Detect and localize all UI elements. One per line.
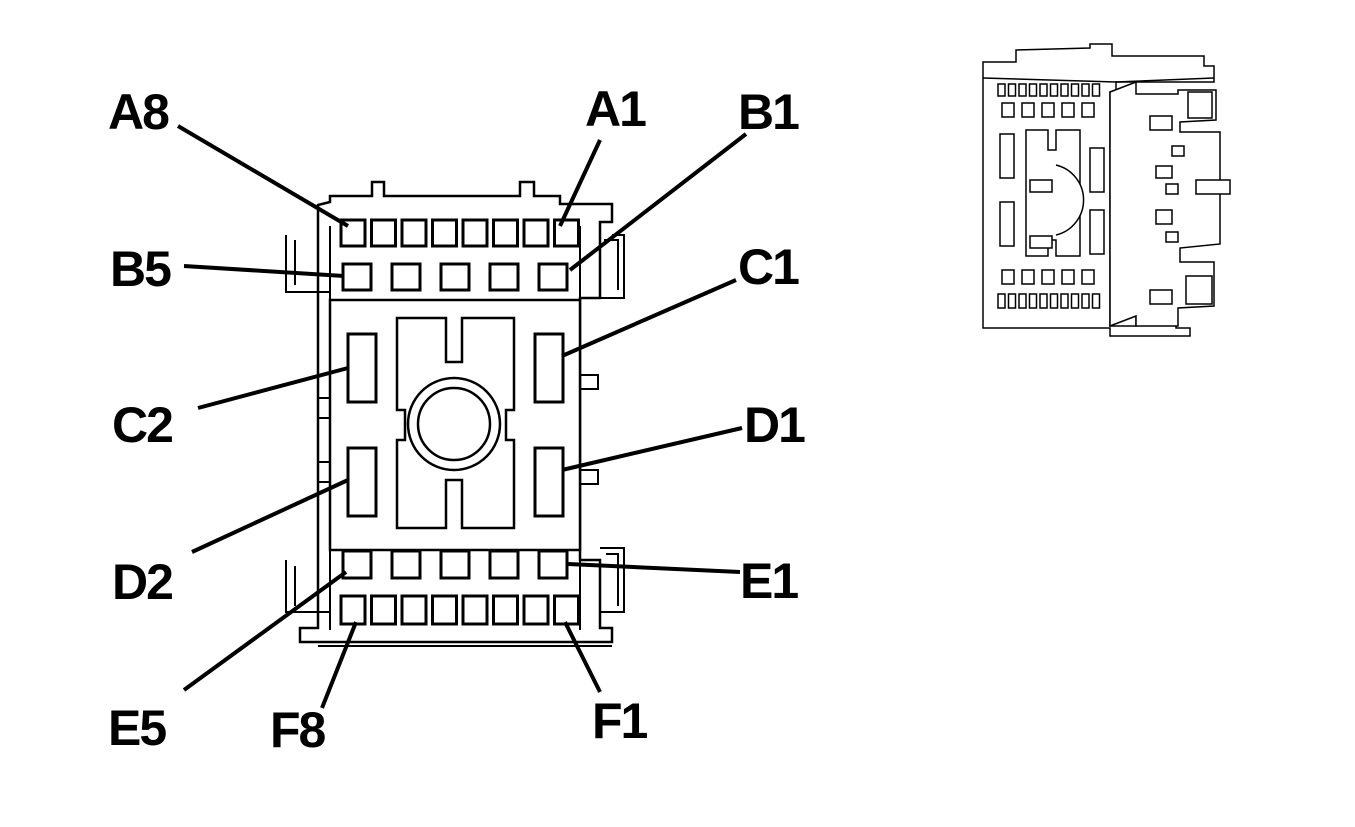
cavity-f7 <box>370 594 397 626</box>
label-a8: A8 <box>108 84 169 140</box>
row-e-cavities <box>341 549 569 580</box>
cavity-f8 <box>339 594 367 626</box>
label-c1: C1 <box>738 239 799 295</box>
thumb-cavity-upper <box>1041 102 1055 118</box>
cavity-b5 <box>341 262 373 292</box>
connector-isometric-view <box>982 43 1231 337</box>
label-c2: C2 <box>112 397 172 453</box>
cavity-d1 <box>533 446 565 518</box>
thumb-cavity-bottom <box>997 293 1006 309</box>
thumb-cavity-top <box>997 83 1006 97</box>
thumb-cavity-top <box>1049 83 1059 97</box>
leader-d1 <box>561 426 743 472</box>
label-b5: B5 <box>110 241 171 297</box>
thumb-cavity-lower <box>1061 269 1075 285</box>
cavity-c2 <box>346 332 378 404</box>
leader-c1 <box>561 278 737 358</box>
cavity-e5 <box>341 549 373 580</box>
thumb-cavity-bottom <box>1091 293 1101 309</box>
cavity-e4 <box>390 549 422 580</box>
cavity-c1 <box>533 332 565 404</box>
cavity-a3 <box>492 218 519 248</box>
cavity-a2 <box>522 218 550 248</box>
cavity-b2 <box>488 262 520 292</box>
thumb-cavity-top <box>1007 83 1017 97</box>
thumb-cavity-upper <box>1081 102 1095 118</box>
thumb-cavity-bottom <box>1049 293 1059 309</box>
thumb-cavity-top <box>1039 83 1048 97</box>
leader-b1 <box>568 132 748 272</box>
leader-b5 <box>183 264 345 278</box>
label-e1: E1 <box>740 553 798 609</box>
leader-f1 <box>563 621 602 693</box>
pin-labels: A8 A1 B1 B5 C1 C2 D1 D2 E1 E5 F8 F1 <box>108 81 807 758</box>
cavity-a7 <box>370 218 397 248</box>
thumb-cavity-top <box>1081 83 1090 97</box>
thumb-cavity-bottom <box>1039 293 1048 309</box>
thumb-cavity-upper <box>1001 102 1015 118</box>
leader-e5 <box>182 570 348 692</box>
cavity-f2 <box>522 594 550 626</box>
leader-e1 <box>567 562 741 574</box>
thumb-cavity-top <box>1028 83 1038 97</box>
cavity-f3 <box>492 594 519 626</box>
leader-c2 <box>197 366 349 410</box>
cavity-b1 <box>537 262 569 292</box>
thumb-cavity-bottom <box>1007 293 1017 309</box>
label-f8: F8 <box>270 702 326 758</box>
cavity-e1 <box>537 549 569 580</box>
cavity-a6 <box>400 218 428 248</box>
thumb-cavity-bottom <box>1060 293 1069 309</box>
label-d1: D1 <box>744 397 805 453</box>
leader-a1 <box>558 139 602 227</box>
label-a1: A1 <box>585 81 646 137</box>
row-a-cavities <box>339 218 580 248</box>
thumb-cavity-upper <box>1021 102 1035 118</box>
label-b1: B1 <box>738 84 799 140</box>
thumb-cavity-bottom <box>1081 293 1090 309</box>
center-post-inner <box>416 386 492 462</box>
cavity-d2 <box>346 446 378 518</box>
cavity-a1 <box>553 218 580 248</box>
leader-f8 <box>320 621 358 709</box>
thumb-cavity-top <box>1091 83 1101 97</box>
thumb-cavity-lower <box>1041 269 1055 285</box>
label-d2: D2 <box>112 554 172 610</box>
cavity-f6 <box>400 594 428 626</box>
leader-a8 <box>176 124 350 228</box>
thumb-cavity-bottom <box>1018 293 1027 309</box>
cavity-b3 <box>439 262 471 292</box>
cavity-e2 <box>488 549 520 580</box>
cavity-e3 <box>439 549 471 580</box>
label-e5: E5 <box>108 700 166 756</box>
thumb-cavity-top <box>1018 83 1027 97</box>
row-b-cavities <box>341 262 569 292</box>
thumb-cavity-top <box>1070 83 1080 97</box>
label-f1: F1 <box>592 693 648 749</box>
thumbnail-cavities <box>997 83 1101 309</box>
cavity-a4 <box>461 218 489 248</box>
thumb-cavity-bottom <box>1028 293 1038 309</box>
leader-d2 <box>191 478 349 554</box>
thumb-cavity-lower <box>1001 269 1015 285</box>
thumb-cavity-top <box>1060 83 1069 97</box>
leader-lines <box>176 124 748 709</box>
cavity-a5 <box>431 218 458 248</box>
thumb-cavity-bottom <box>1070 293 1080 309</box>
cavity-f1 <box>553 594 580 626</box>
thumb-cavity-lower <box>1021 269 1035 285</box>
cavity-f5 <box>431 594 458 626</box>
cavity-b4 <box>390 262 422 292</box>
thumb-cavity-lower <box>1081 269 1095 285</box>
thumb-cavity-upper <box>1061 102 1075 118</box>
cavity-f4 <box>461 594 489 626</box>
